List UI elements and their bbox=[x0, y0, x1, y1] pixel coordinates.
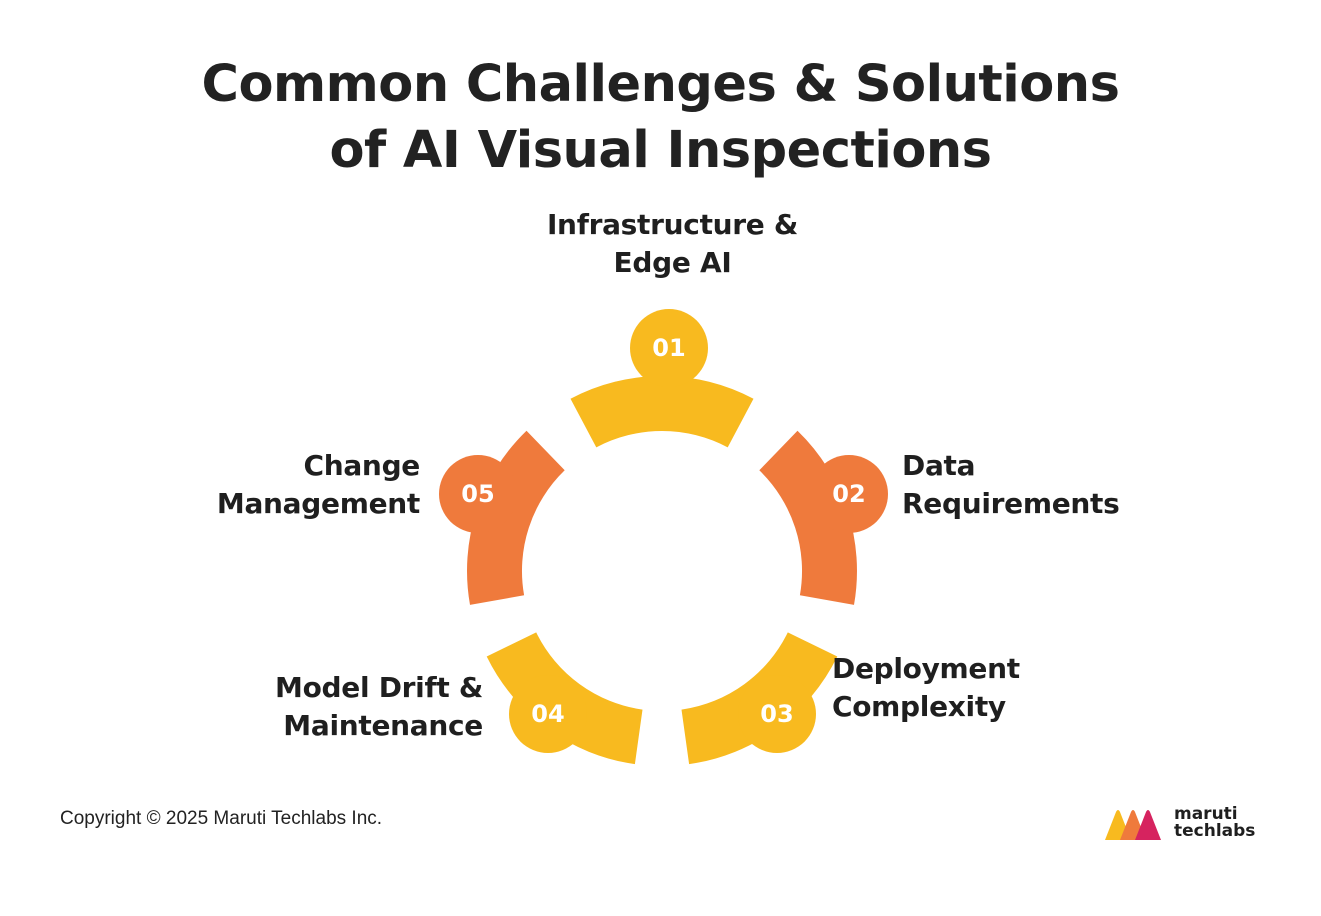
step-05-label-line1: Change bbox=[303, 449, 420, 482]
step-03-label: Deployment Complexity bbox=[832, 650, 1020, 726]
ring-segment-01 bbox=[570, 375, 754, 448]
step-02-label-line2: Requirements bbox=[902, 487, 1120, 520]
step-02-label-line1: Data bbox=[902, 449, 976, 482]
logo-mark-icon bbox=[1105, 810, 1161, 840]
step-04-label: Model Drift & Maintenance bbox=[183, 669, 483, 745]
ring-segment-02 bbox=[759, 430, 857, 605]
step-03-label-line2: Complexity bbox=[832, 690, 1006, 723]
step-01-number: 01 bbox=[652, 334, 686, 362]
step-03-label-line1: Deployment bbox=[832, 652, 1020, 685]
title-line-1: Common Challenges & Solutions bbox=[201, 55, 1120, 114]
step-02-label: Data Requirements bbox=[902, 447, 1120, 523]
step-04-badge: 04 bbox=[509, 675, 587, 753]
step-04-label-line1: Model Drift & bbox=[275, 671, 483, 704]
company-logo: maruti techlabs bbox=[1102, 804, 1272, 844]
step-01-label-line2: Edge AI bbox=[613, 246, 732, 279]
step-02-number: 02 bbox=[832, 480, 866, 508]
ring-segment-05 bbox=[467, 430, 565, 605]
step-01-label: Infrastructure & Edge AI bbox=[520, 206, 825, 282]
step-03-badge: 03 bbox=[738, 675, 816, 753]
step-05-number: 05 bbox=[461, 480, 495, 508]
step-04-number: 04 bbox=[531, 700, 565, 728]
logo-wordmark: maruti techlabs bbox=[1174, 806, 1255, 840]
logo-line-2: techlabs bbox=[1174, 821, 1256, 841]
step-03-number: 03 bbox=[760, 700, 794, 728]
step-01-badge: 01 bbox=[630, 309, 708, 387]
title-line-2: of AI Visual Inspections bbox=[329, 121, 992, 180]
step-05-label: Change Management bbox=[120, 447, 420, 523]
page-title: Common Challenges & Solutions of AI Visu… bbox=[0, 52, 1321, 184]
step-01-label-line1: Infrastructure & bbox=[546, 208, 799, 241]
step-04-label-line2: Maintenance bbox=[283, 709, 483, 742]
logo-line-1: maruti bbox=[1174, 804, 1238, 824]
step-02-badge: 02 bbox=[810, 455, 888, 533]
copyright-text: Copyright © 2025 Maruti Techlabs Inc. bbox=[60, 808, 383, 829]
step-05-label-line2: Management bbox=[216, 487, 420, 520]
step-05-badge: 05 bbox=[439, 455, 517, 533]
